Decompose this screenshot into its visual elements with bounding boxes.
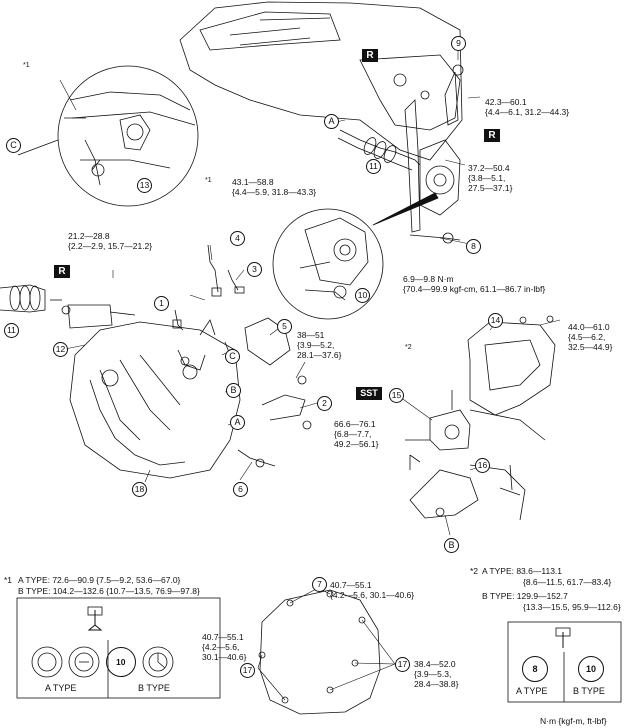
torque-15: 66.6—76.1{6.8—7.7,49.2—56.1} bbox=[334, 419, 379, 449]
torque-12: 21.2—28.8{2.2—2.9, 15.7—21.2} bbox=[68, 231, 153, 251]
torque-17-left: 40.7—55.1{4.2—5.6,30.1—40.6} bbox=[202, 632, 247, 662]
callout-1: 1 bbox=[154, 296, 169, 311]
callout-7: 7 bbox=[312, 577, 327, 592]
callout-8: 8 bbox=[466, 239, 481, 254]
note1-b-type: B TYPE: 104.2—132.6 {10.7—13.5, 76.9—97.… bbox=[18, 586, 200, 596]
r-marker-upper: R bbox=[362, 49, 378, 62]
star1-upper: *1 bbox=[23, 62, 30, 69]
callout-13: 13 bbox=[137, 178, 152, 193]
torque-10: 43.1—58.8{4.4—5.9, 31.8—43.3} bbox=[232, 177, 317, 197]
star1-right: *1 bbox=[205, 177, 212, 184]
note2-star: *2 bbox=[470, 566, 479, 576]
transmission-case bbox=[69, 319, 241, 479]
callout-16: 16 bbox=[475, 458, 490, 473]
knuckle-assembly bbox=[404, 64, 464, 244]
torque-9: 42.3—60.1{4.4—6.1, 31.2—44.3} bbox=[485, 97, 570, 117]
note1-star: *1 bbox=[4, 575, 13, 585]
driveshaft-left bbox=[0, 284, 136, 329]
callout-5: 5 bbox=[277, 319, 292, 334]
callout-6: 6 bbox=[233, 482, 248, 497]
torque-7: 40.7—55.1{4.2—5.6, 30.1—40.6} bbox=[330, 580, 415, 600]
callout-4: 4 bbox=[230, 231, 245, 246]
sst-marker: SST bbox=[356, 387, 382, 400]
marker-b-lower: B bbox=[444, 538, 459, 553]
torque-8: 37.2—50.4{3.8—5.1,27.5—37.1} bbox=[468, 163, 513, 193]
note1-box-b: B TYPE bbox=[138, 683, 170, 693]
bolt-head-a-8: 8 bbox=[522, 656, 548, 682]
callout-14: 14 bbox=[488, 313, 503, 328]
clutch-housing bbox=[257, 587, 396, 715]
marker-c: C bbox=[225, 349, 240, 364]
callout-17-left: 17 bbox=[240, 663, 255, 678]
note1-box-a: A TYPE bbox=[45, 683, 77, 693]
torque-5: 38—51{3.9—5.2,28.1—37.6} bbox=[297, 330, 342, 360]
note2-a-line2: {8.6—11.5, 61.7—83.4} bbox=[523, 577, 612, 587]
callout-2: 2 bbox=[317, 396, 332, 411]
bolt-head-b1 bbox=[106, 647, 136, 677]
marker-a: A bbox=[230, 415, 245, 430]
units-label: N·m {kgf-m, ft-lbf} bbox=[540, 716, 607, 726]
callout-11-left: 11 bbox=[4, 323, 19, 338]
marker-c-detail: C bbox=[6, 138, 21, 153]
callout-15: 15 bbox=[389, 388, 404, 403]
callout-18: 18 bbox=[132, 482, 147, 497]
note2-box-b: B TYPE bbox=[573, 686, 605, 696]
torque-14-small: 6.9—9.8 N·m{70.4—99.9 kgf-cm, 61.1—86.7 … bbox=[403, 274, 546, 294]
bolt-head-b-10: 10 bbox=[578, 656, 604, 682]
callout-10: 10 bbox=[355, 288, 370, 303]
note2-box bbox=[507, 621, 622, 703]
callout-9: 9 bbox=[451, 36, 466, 51]
note2-a-line1: A TYPE: 83.6—113.1 bbox=[482, 566, 563, 576]
r-marker-left: R bbox=[54, 265, 70, 278]
note2-b-line1: B TYPE: 129.9—152.7 bbox=[482, 591, 568, 601]
marker-b: B bbox=[226, 383, 241, 398]
callout-3: 3 bbox=[247, 262, 262, 277]
torque-17-right: 38.4—52.0{3.9—5.3,28.4—38.8} bbox=[414, 659, 459, 689]
star2-marker: *2 bbox=[405, 344, 412, 351]
engine-outline bbox=[179, 1, 463, 161]
detail-circle-knuckle bbox=[272, 192, 439, 320]
note2-box-a: A TYPE bbox=[516, 686, 548, 696]
switch-parts bbox=[172, 244, 312, 468]
torque-14-large: 44.0—61.0{4.5—6.2,32.5—44.9} bbox=[568, 322, 613, 352]
mount-assembly bbox=[405, 315, 556, 521]
note2-b-line2: {13.3—15.5, 95.9—112.6} bbox=[523, 602, 621, 612]
leaders-right bbox=[399, 319, 561, 536]
marker-a-upper: A bbox=[324, 114, 339, 129]
note1-a-type: A TYPE: 72.6—90.9 {7.5—9.2, 53.6—67.0} bbox=[18, 575, 181, 585]
callout-11-upper: 11 bbox=[366, 159, 381, 174]
driveshaft-upper bbox=[337, 129, 421, 171]
callout-17-right: 17 bbox=[395, 657, 410, 672]
r-marker-knuckle: R bbox=[484, 129, 500, 142]
detail-circle-c bbox=[17, 65, 199, 207]
callout-12: 12 bbox=[53, 342, 68, 357]
